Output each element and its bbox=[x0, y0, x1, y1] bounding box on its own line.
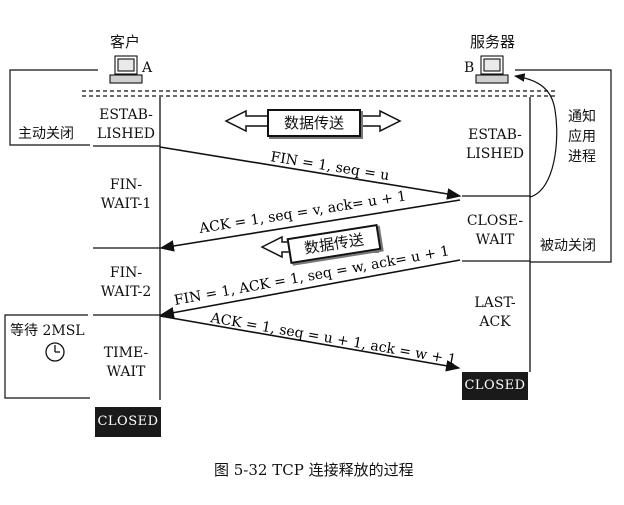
figure-caption: 图 5-32 TCP 连接释放的过程 bbox=[214, 461, 414, 479]
clock-icon bbox=[45, 342, 65, 362]
server-computer-icon bbox=[475, 55, 509, 84]
client-computer-icon bbox=[109, 55, 143, 84]
passive-close-bracket bbox=[515, 69, 612, 263]
server-label: 服务器 bbox=[470, 33, 516, 51]
server-state-separators bbox=[462, 195, 530, 262]
wait-2msl-label: 等待 2MSL bbox=[10, 323, 85, 339]
active-close-label: 主动关闭 bbox=[18, 126, 74, 142]
notify-app-label: 通知 应用 进程 bbox=[568, 109, 596, 165]
msg-final-ack-arrow bbox=[159, 315, 461, 372]
client-state-separators bbox=[93, 145, 160, 316]
client-state-time-wait: TIME- WAIT bbox=[103, 345, 149, 380]
server-state-established: ESTAB- LISHED bbox=[465, 127, 525, 162]
client-closed-badge: CLOSED bbox=[95, 407, 161, 437]
server-state-last-ack: LAST- ACK bbox=[474, 295, 516, 330]
passive-close-label: 被动关闭 bbox=[540, 238, 596, 254]
notify-app-curve bbox=[513, 73, 558, 198]
data-transfer-box-top: 数据传送 bbox=[267, 109, 361, 137]
client-state-established: ESTAB- LISHED bbox=[96, 107, 156, 142]
client-label: 客户 bbox=[110, 33, 141, 51]
server-state-close-wait: CLOSE- WAIT bbox=[466, 213, 524, 248]
msg-fin-ack-arrow bbox=[159, 259, 461, 319]
wait-2msl-bracket bbox=[4, 314, 90, 399]
msg-ack-arrow bbox=[159, 199, 461, 252]
msg-fin-label: FIN = 1, seq = u bbox=[269, 149, 390, 184]
client-state-fin-wait-1: FIN- WAIT-1 bbox=[100, 177, 152, 212]
server-host-label: B bbox=[464, 60, 475, 76]
server-closed-badge: CLOSED bbox=[462, 372, 528, 400]
msg-final-ack-label: ACK = 1, seq = u + 1, ack = w + 1 bbox=[208, 310, 457, 368]
msg-fin-arrow bbox=[159, 146, 462, 200]
active-close-bracket bbox=[9, 69, 98, 146]
client-host-label: A bbox=[142, 60, 153, 76]
client-state-fin-wait-2: FIN- WAIT-2 bbox=[100, 265, 152, 300]
